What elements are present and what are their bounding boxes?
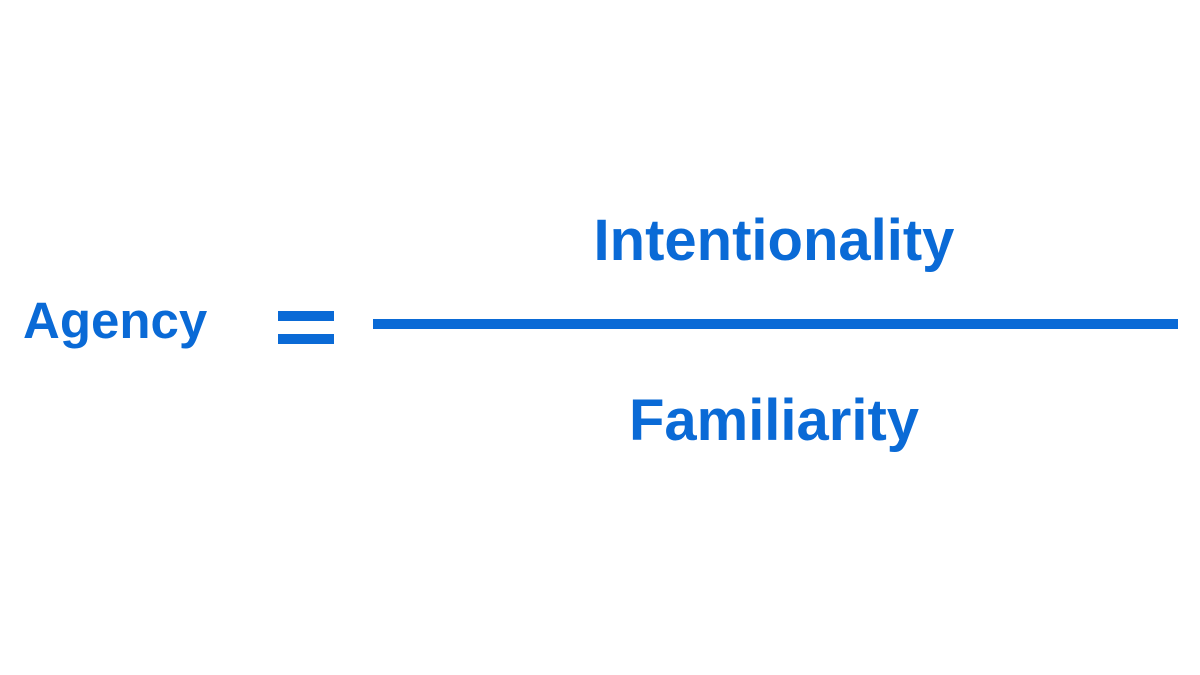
fraction-numerator: Intentionality [593, 208, 955, 273]
equals-bottom-bar [278, 334, 334, 344]
equals-top-bar [278, 311, 334, 321]
fraction-denominator: Familiarity [628, 388, 920, 453]
lhs-term: Agency [23, 292, 208, 349]
fraction-bar [373, 319, 1178, 329]
